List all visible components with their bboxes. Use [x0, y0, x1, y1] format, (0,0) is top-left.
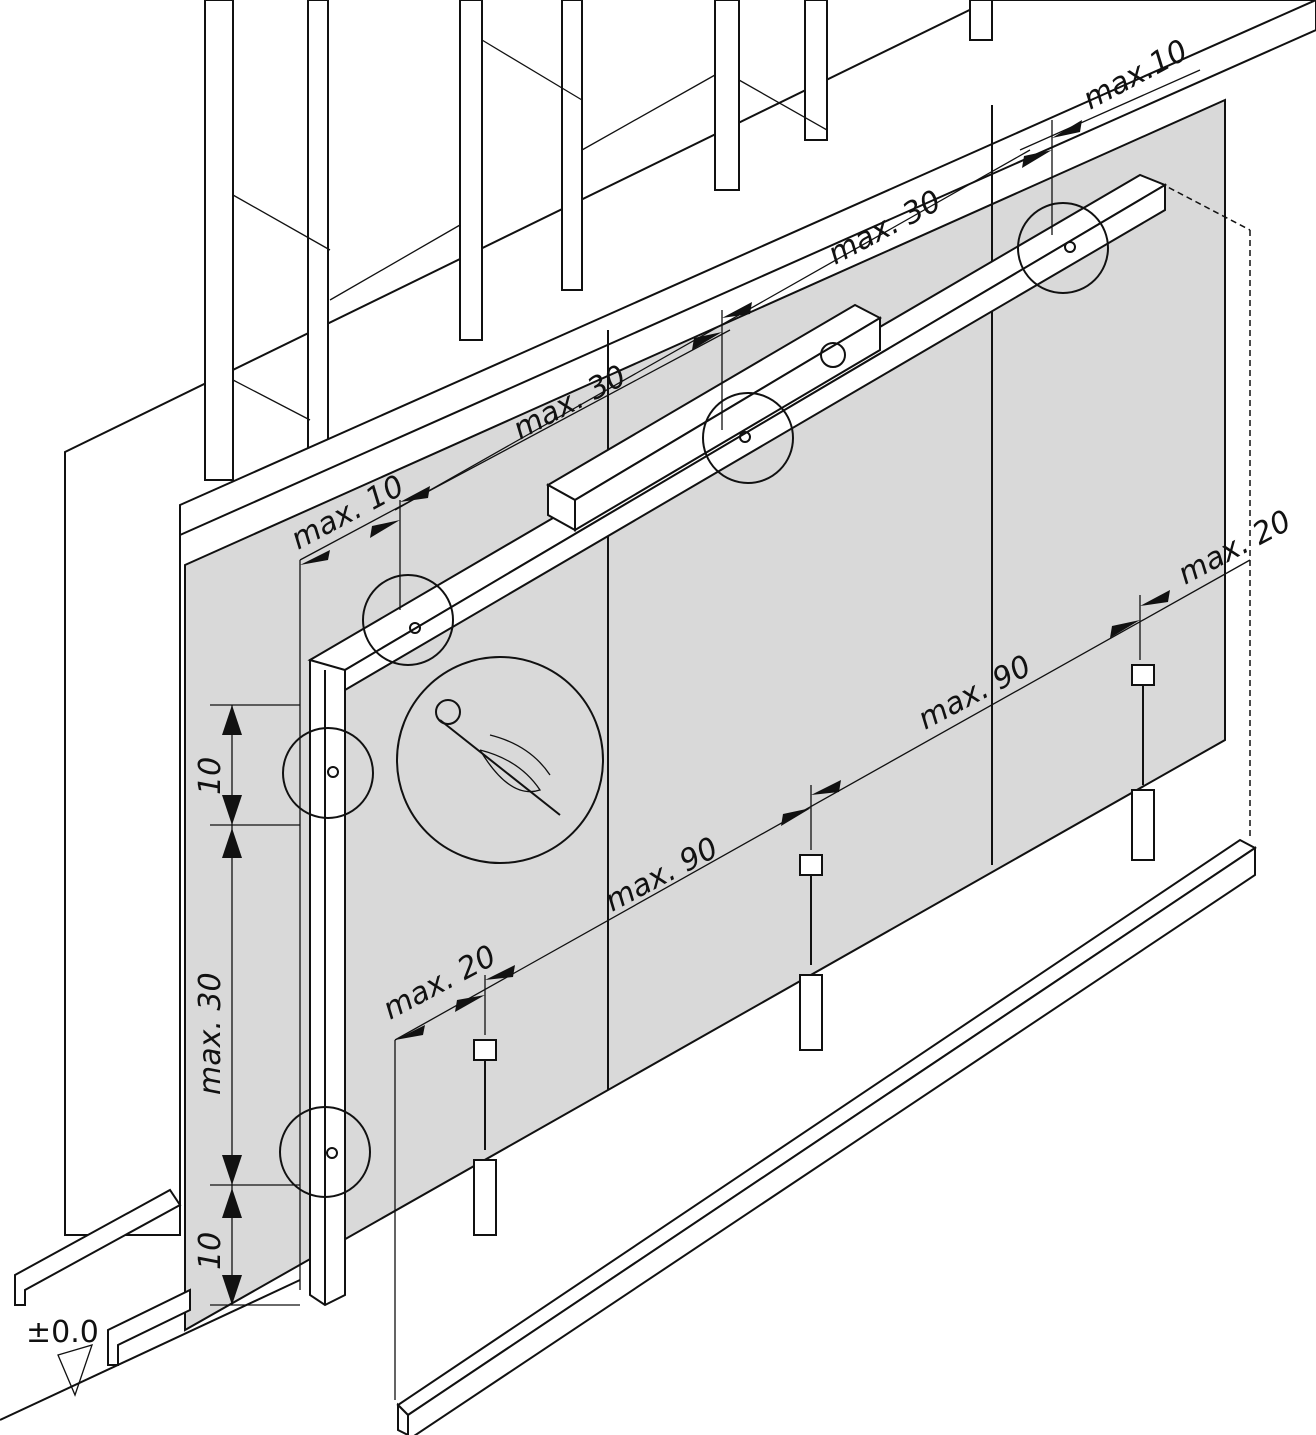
anchor-detail-circle [396, 656, 604, 864]
spirit-level [545, 303, 883, 532]
dimension-lines [210, 69, 1251, 1400]
dimension-arrows [222, 120, 1170, 1305]
stud-frame [64, 0, 1316, 1236]
floor-track [0, 1188, 301, 1421]
fixing-circles [279, 202, 1109, 1198]
screws [473, 664, 1155, 1236]
dim-vert-mid: max. 30 [193, 972, 228, 1095]
guide-dashed [1159, 182, 1251, 840]
elevation-label: ±0.0 [26, 1315, 99, 1350]
anchor-detail [396, 656, 604, 864]
bottom-rail [396, 838, 1257, 1435]
dim-vert-top: 10 [193, 757, 228, 795]
dim-vert-bottom: 10 [193, 1232, 228, 1270]
elevation-marker [57, 1344, 94, 1397]
vertical-batten [309, 648, 346, 1307]
